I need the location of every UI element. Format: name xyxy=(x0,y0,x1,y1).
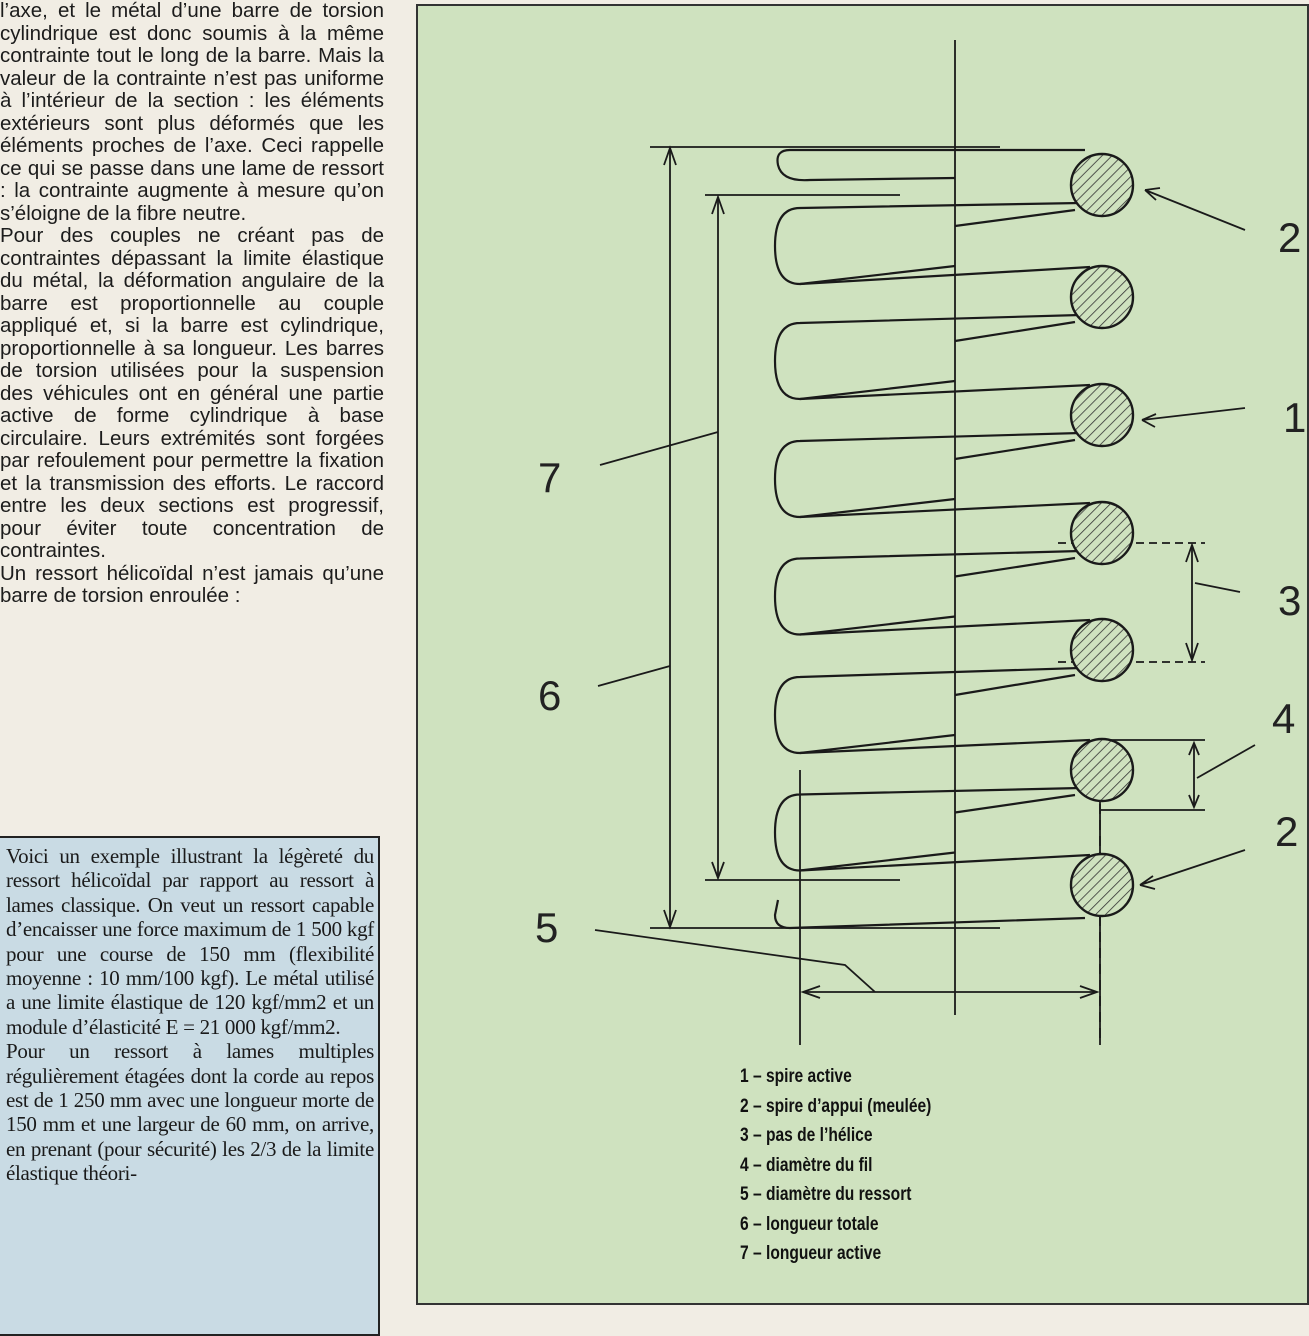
coil-back-strand xyxy=(773,549,1081,636)
wire-section-circle xyxy=(1069,264,1135,330)
coil-rear-strand xyxy=(954,438,1076,461)
coil-front-strand xyxy=(799,501,1091,519)
figure-legend: 1 – spire active 2 – spire d’appui (meul… xyxy=(740,1062,973,1269)
wire-section-circle xyxy=(1069,617,1135,683)
callout-1: 1 xyxy=(1283,394,1306,441)
wire-section-circle xyxy=(1069,152,1135,218)
dimension-lines xyxy=(594,40,1256,1045)
callout-6: 6 xyxy=(538,672,561,719)
legend-item: 1 – spire active xyxy=(740,1066,852,1087)
callout-7: 7 xyxy=(538,454,561,501)
coil-back-strand xyxy=(773,666,1081,755)
callout-3: 3 xyxy=(1278,577,1301,624)
legend-item: 5 – diamètre du ressort xyxy=(740,1184,912,1205)
wire-section-circle xyxy=(1069,500,1135,566)
coil-front-strand xyxy=(799,265,1091,286)
coil-back-strand xyxy=(773,786,1081,872)
paragraph: l’axe, et le métal d’une barre de torsio… xyxy=(0,0,384,225)
spring-figure-panel xyxy=(416,4,1309,1305)
box-paragraph: Pour un ressort à lames multiples réguli… xyxy=(6,1039,374,1186)
example-sidebar-box: Voici un exemple illustrant la légèreté … xyxy=(0,836,380,1336)
coil-front-strand xyxy=(799,853,1091,872)
coil-front-strand xyxy=(799,618,1091,636)
wire-section-circle xyxy=(1069,382,1135,448)
wire-section-circle xyxy=(1069,737,1135,803)
coil-back-strand xyxy=(773,431,1081,519)
wire-cross-sections xyxy=(1069,152,1135,918)
coil-front-strand xyxy=(799,383,1091,401)
wire-section-circle xyxy=(1069,852,1135,918)
coil-back-strand xyxy=(773,201,1081,286)
legend-item: 3 – pas de l’hélice xyxy=(740,1125,873,1146)
coil-rear-strand xyxy=(954,556,1076,578)
coil-rear-strand xyxy=(954,320,1076,343)
coil-front-strand xyxy=(799,738,1091,755)
callout-5: 5 xyxy=(535,904,558,951)
paragraph: Un ressort hélicoïdal n’est jamais qu’un… xyxy=(0,561,384,607)
paragraph: Pour des couples ne créant pas de contra… xyxy=(0,224,384,562)
legend-item: 4 – diamètre du fil xyxy=(740,1154,873,1176)
box-paragraph: Voici un exemple illustrant la légèreté … xyxy=(6,844,374,1039)
legend-item: 6 – longueur totale xyxy=(740,1213,879,1235)
coil-back-strand xyxy=(773,313,1081,401)
callout-4: 4 xyxy=(1272,695,1295,742)
coil-rear-strand xyxy=(954,208,1076,228)
body-text-column: l’axe, et le métal d’une barre de torsio… xyxy=(0,0,384,608)
legend-item: 2 – spire d’appui (meulée) xyxy=(740,1095,932,1117)
coil-rear-strand xyxy=(954,793,1076,814)
spring-coils xyxy=(773,148,1091,930)
spring-end-coil-top xyxy=(776,148,1085,182)
spring-end-coil-bottom xyxy=(773,899,1086,930)
coil-rear-strand xyxy=(954,673,1076,697)
callout-2-top: 2 xyxy=(1278,214,1301,261)
legend-item: 7 – longueur active xyxy=(740,1243,882,1264)
callout-2-bottom: 2 xyxy=(1275,808,1298,855)
